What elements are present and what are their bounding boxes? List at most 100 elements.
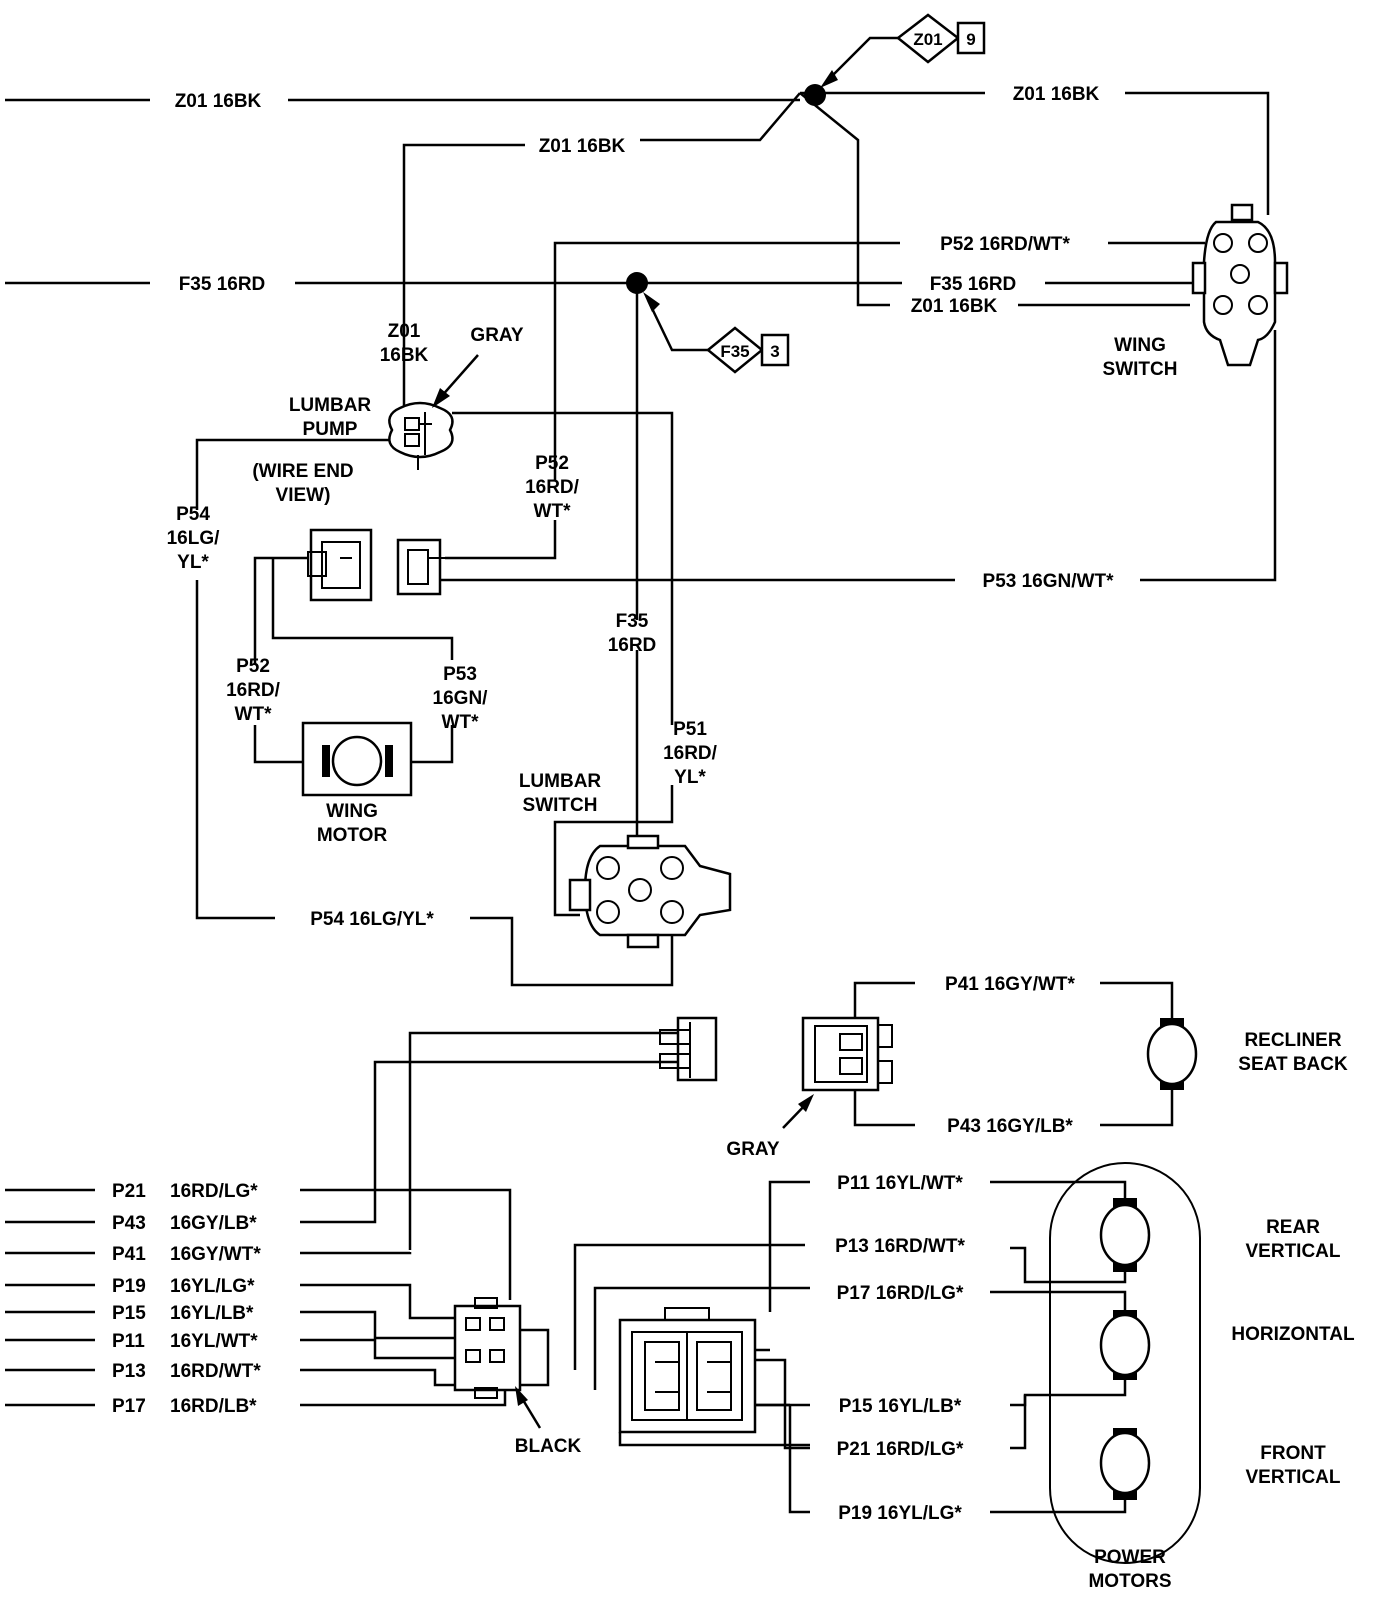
vlabel-p54-2: 16LG/	[167, 528, 221, 549]
gray-label-bottom-group: GRAY	[726, 1094, 814, 1160]
vlabel-p52-lower-3: WT*	[235, 704, 273, 725]
vlabel-p54-3: YL*	[177, 552, 209, 573]
vlabel-p52-upper-1: P52	[535, 453, 569, 474]
bus-circuit-5: P11	[112, 1331, 145, 1352]
recliner-connector	[801, 1016, 893, 1092]
lumbar-switch-connector	[568, 834, 732, 949]
front-vertical-label-2: VERTICAL	[1246, 1467, 1341, 1488]
bus-wire-4: 16YL/LB*	[170, 1303, 254, 1324]
wing-switch-label-2: SWITCH	[1103, 359, 1178, 380]
splice-f35	[626, 272, 648, 294]
vlabel-p53-3: WT*	[442, 712, 480, 733]
wire-label-f35-left: F35 16RD	[179, 274, 266, 295]
black-label: BLACK	[515, 1436, 582, 1457]
vlabel-f35-1: F35	[616, 611, 649, 632]
lumbar-pump-label-2: PUMP	[303, 419, 358, 440]
black-label-group: BLACK	[515, 1386, 582, 1457]
gray-label-top-group: GRAY	[432, 325, 524, 408]
wire-label-p43-top: P43 16GY/LB*	[947, 1116, 1073, 1137]
wing-motor-label-1: WING	[326, 801, 378, 822]
vlabel-p51-2: 16RD/	[663, 743, 718, 764]
splice-f35-tag: F35 3	[643, 292, 790, 374]
upper-wires	[5, 91, 1277, 987]
wire-label-z01-left: Z01 16BK	[175, 91, 262, 112]
splice-z01-name: Z01	[913, 30, 942, 49]
bus-wire-7: 16RD/LB*	[170, 1396, 257, 1417]
front-vertical-motor	[1099, 1428, 1151, 1500]
bus-circuit-3: P19	[112, 1276, 146, 1297]
rear-vertical-motor	[1099, 1198, 1151, 1272]
wire-label-p53-right: P53 16GN/WT*	[983, 571, 1115, 592]
upper-wire-labels: Z01 16BK Z01 16BK Z01 16BK P52 16RD/WT* …	[175, 84, 1114, 930]
vlabel-p52-upper-2: 16RD/	[525, 477, 580, 498]
bus-wire-0: 16RD/LG*	[170, 1181, 258, 1202]
splice-z01	[804, 84, 826, 106]
wire-label-p52-right: P52 16RD/WT*	[940, 234, 1070, 255]
bus-wire-3: 16YL/LG*	[170, 1276, 255, 1297]
wire-label-z01-right: Z01 16BK	[1013, 84, 1100, 105]
wire-label-f35-right: F35 16RD	[930, 274, 1017, 295]
bus-wire-2: 16GY/WT*	[170, 1244, 261, 1265]
wing-motor-label-2: MOTOR	[317, 825, 388, 846]
black-connector	[453, 1297, 522, 1399]
wing-switch-connector	[1191, 203, 1289, 367]
vlabel-p52-upper-3: WT*	[534, 501, 572, 522]
motor-wire-4: P21 16RD/LG*	[837, 1439, 964, 1460]
motor-wire-labels: P11 16YL/WT* P13 16RD/WT* P17 16RD/LG* P…	[835, 1173, 965, 1524]
wing-connector-male	[396, 538, 448, 596]
lumbar-switch-label-2: SWITCH	[523, 795, 598, 816]
wing-switch-label-1: WING	[1114, 335, 1166, 356]
motor-wire-3: P15 16YL/LB*	[839, 1396, 962, 1417]
vlabel-p53-1: P53	[443, 664, 477, 685]
splice-z01-tag: Z01 9	[820, 13, 986, 88]
bus-circuit-1: P43	[112, 1213, 146, 1234]
bus-wire-5: 16YL/WT*	[170, 1331, 258, 1352]
recliner-label-1: RECLINER	[1244, 1030, 1341, 1051]
vlabel-p52-lower-1: P52	[236, 656, 270, 677]
bus-circuit-6: P13	[112, 1361, 146, 1382]
splice-f35-name: F35	[720, 342, 749, 361]
vlabel-z01-pump-2: 16BK	[380, 345, 429, 366]
gray-label-bottom: GRAY	[726, 1139, 779, 1160]
motor-wire-0: P11 16YL/WT*	[837, 1173, 963, 1194]
vlabel-p51-1: P51	[673, 719, 707, 740]
wire-label-p41-top: P41 16GY/WT*	[945, 974, 1075, 995]
gray-label-top: GRAY	[470, 325, 523, 346]
splice-z01-num: 9	[966, 30, 975, 49]
vertical-labels: Z01 16BK P54 16LG/ YL* P52 16RD/ WT* F35…	[167, 321, 718, 788]
power-motors-label-1: POWER	[1094, 1547, 1166, 1568]
bus-circuit-0: P21	[112, 1181, 146, 1202]
bus-wire-1: 16GY/LB*	[170, 1213, 257, 1234]
bus-circuit-2: P41	[112, 1244, 146, 1265]
motor-wire-2: P17 16RD/LG*	[837, 1283, 964, 1304]
bus-wire-6: 16RD/WT*	[170, 1361, 261, 1382]
wire-label-z01-short: Z01 16BK	[911, 296, 998, 317]
power-motors-label-2: MOTORS	[1088, 1571, 1171, 1592]
vlabel-f35-2: 16RD	[608, 635, 657, 656]
splice-f35-num: 3	[770, 342, 779, 361]
wire-label-z01-mid: Z01 16BK	[539, 136, 626, 157]
vlabel-p54-1: P54	[176, 504, 210, 525]
vlabel-p53-2: 16GN/	[433, 688, 489, 709]
lumbar-switch-label-1: LUMBAR	[519, 771, 602, 792]
bus-circuit-7: P17	[112, 1396, 146, 1417]
vlabel-p52-lower-2: 16RD/	[226, 680, 281, 701]
rear-vertical-label-2: VERTICAL	[1246, 1241, 1341, 1262]
left-bus-lines	[5, 1188, 95, 1407]
wire-label-p54-bottom: P54 16LG/YL*	[310, 909, 434, 930]
horizontal-motor	[1099, 1310, 1151, 1380]
wire-end-view-1: (WIRE END	[252, 461, 353, 482]
wire-end-view-2: VIEW)	[276, 485, 331, 506]
motor-wire-1: P13 16RD/WT*	[835, 1236, 965, 1257]
two-pin-connector	[659, 1016, 718, 1082]
left-bus-labels: P21 16RD/LG* P43 16GY/LB* P41 16GY/WT* P…	[112, 1181, 261, 1417]
power-motors-housing	[1049, 1162, 1201, 1564]
lumbar-pump-connector	[388, 401, 454, 470]
power-motor-connector	[618, 1307, 757, 1434]
front-vertical-label-1: FRONT	[1260, 1443, 1326, 1464]
wing-connector-female	[307, 528, 373, 602]
wing-motor	[301, 721, 413, 797]
motor-wire-5: P19 16YL/LG*	[838, 1503, 962, 1524]
vlabel-p51-3: YL*	[674, 767, 706, 788]
